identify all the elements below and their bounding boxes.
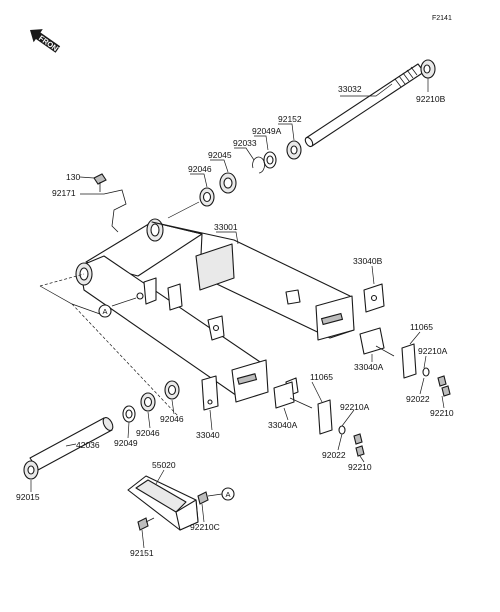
bolt-130 <box>93 173 107 192</box>
label-92046-top: 92046 <box>188 164 212 174</box>
lower-seal <box>122 405 136 423</box>
label-92210b: 92210B <box>416 94 446 104</box>
svg-text:A: A <box>225 490 230 499</box>
label-92015: 92015 <box>16 492 40 502</box>
label-92210-mid: 92210 <box>348 462 372 472</box>
label-92210a-mid: 92210A <box>340 402 370 412</box>
front-label: FRONT <box>37 33 64 55</box>
label-42036: 42036 <box>76 440 100 450</box>
chain-adjuster-left <box>201 375 219 411</box>
svg-text:A: A <box>102 307 107 316</box>
label-130: 130 <box>66 172 80 182</box>
chain-guide-nut <box>197 491 209 505</box>
label-92049: 92049 <box>114 438 138 448</box>
pivot-nut <box>420 59 436 79</box>
label-33032: 33032 <box>338 84 362 94</box>
lower-needle-bearing <box>140 392 156 412</box>
label-92046-low: 92046 <box>160 414 184 424</box>
nut-mid-lower <box>355 445 365 457</box>
swingarm <box>75 218 355 403</box>
ref-a-circle-lower: A <box>221 487 235 501</box>
circlip <box>252 156 265 174</box>
front-arrow-icon: FRONT <box>30 29 64 56</box>
label-92171: 92171 <box>52 188 76 198</box>
label-92033: 92033 <box>233 138 257 148</box>
ref-a-circle-upper: A <box>98 304 112 318</box>
label-33040a-right: 33040A <box>354 362 384 372</box>
chain-guide <box>127 475 199 531</box>
label-92049a: 92049A <box>252 126 282 136</box>
figure-id: F2141 <box>432 15 452 22</box>
chain-adjuster-block-mid <box>273 381 313 409</box>
pivot-shaft <box>304 63 425 148</box>
adjuster-plate-mid <box>317 399 333 435</box>
label-33040b: 33040B <box>353 256 383 266</box>
adjuster-plate-right <box>401 343 417 379</box>
label-33040: 33040 <box>196 430 220 440</box>
label-92022-mid: 92022 <box>322 450 346 460</box>
label-92045: 92045 <box>208 150 232 160</box>
label-92022-right: 92022 <box>406 394 430 404</box>
nut-right <box>437 375 447 387</box>
nut-right-lower <box>441 385 451 397</box>
chain-adjuster-block-right <box>359 327 395 357</box>
chain-guide-screw <box>137 517 155 531</box>
sleeve-cap <box>23 460 39 480</box>
washer-mid <box>338 425 346 435</box>
label-92046-mid: 92046 <box>136 428 160 438</box>
lower-bearing <box>164 380 180 400</box>
label-33001: 33001 <box>214 222 238 232</box>
label-92210c: 92210C <box>190 522 220 532</box>
label-11065-right: 11065 <box>410 322 433 332</box>
label-92210-right: 92210 <box>430 408 454 418</box>
label-92151: 92151 <box>130 548 154 558</box>
hose-clamp <box>103 189 127 233</box>
pivot-needle-bearing <box>199 187 215 207</box>
chain-adjuster-right <box>363 283 385 313</box>
label-11065-mid: 11065 <box>310 372 333 382</box>
pivot-sleeve <box>29 416 114 471</box>
label-92210a-right: 92210A <box>418 346 448 356</box>
washer-right <box>422 367 430 377</box>
pivot-collar <box>286 140 302 160</box>
pivot-seal <box>263 151 277 169</box>
label-92152: 92152 <box>278 114 302 124</box>
label-33040a-mid: 33040A <box>268 420 298 430</box>
pivot-bearing <box>219 172 237 194</box>
nut-mid <box>353 433 363 445</box>
label-55020: 55020 <box>152 460 176 470</box>
